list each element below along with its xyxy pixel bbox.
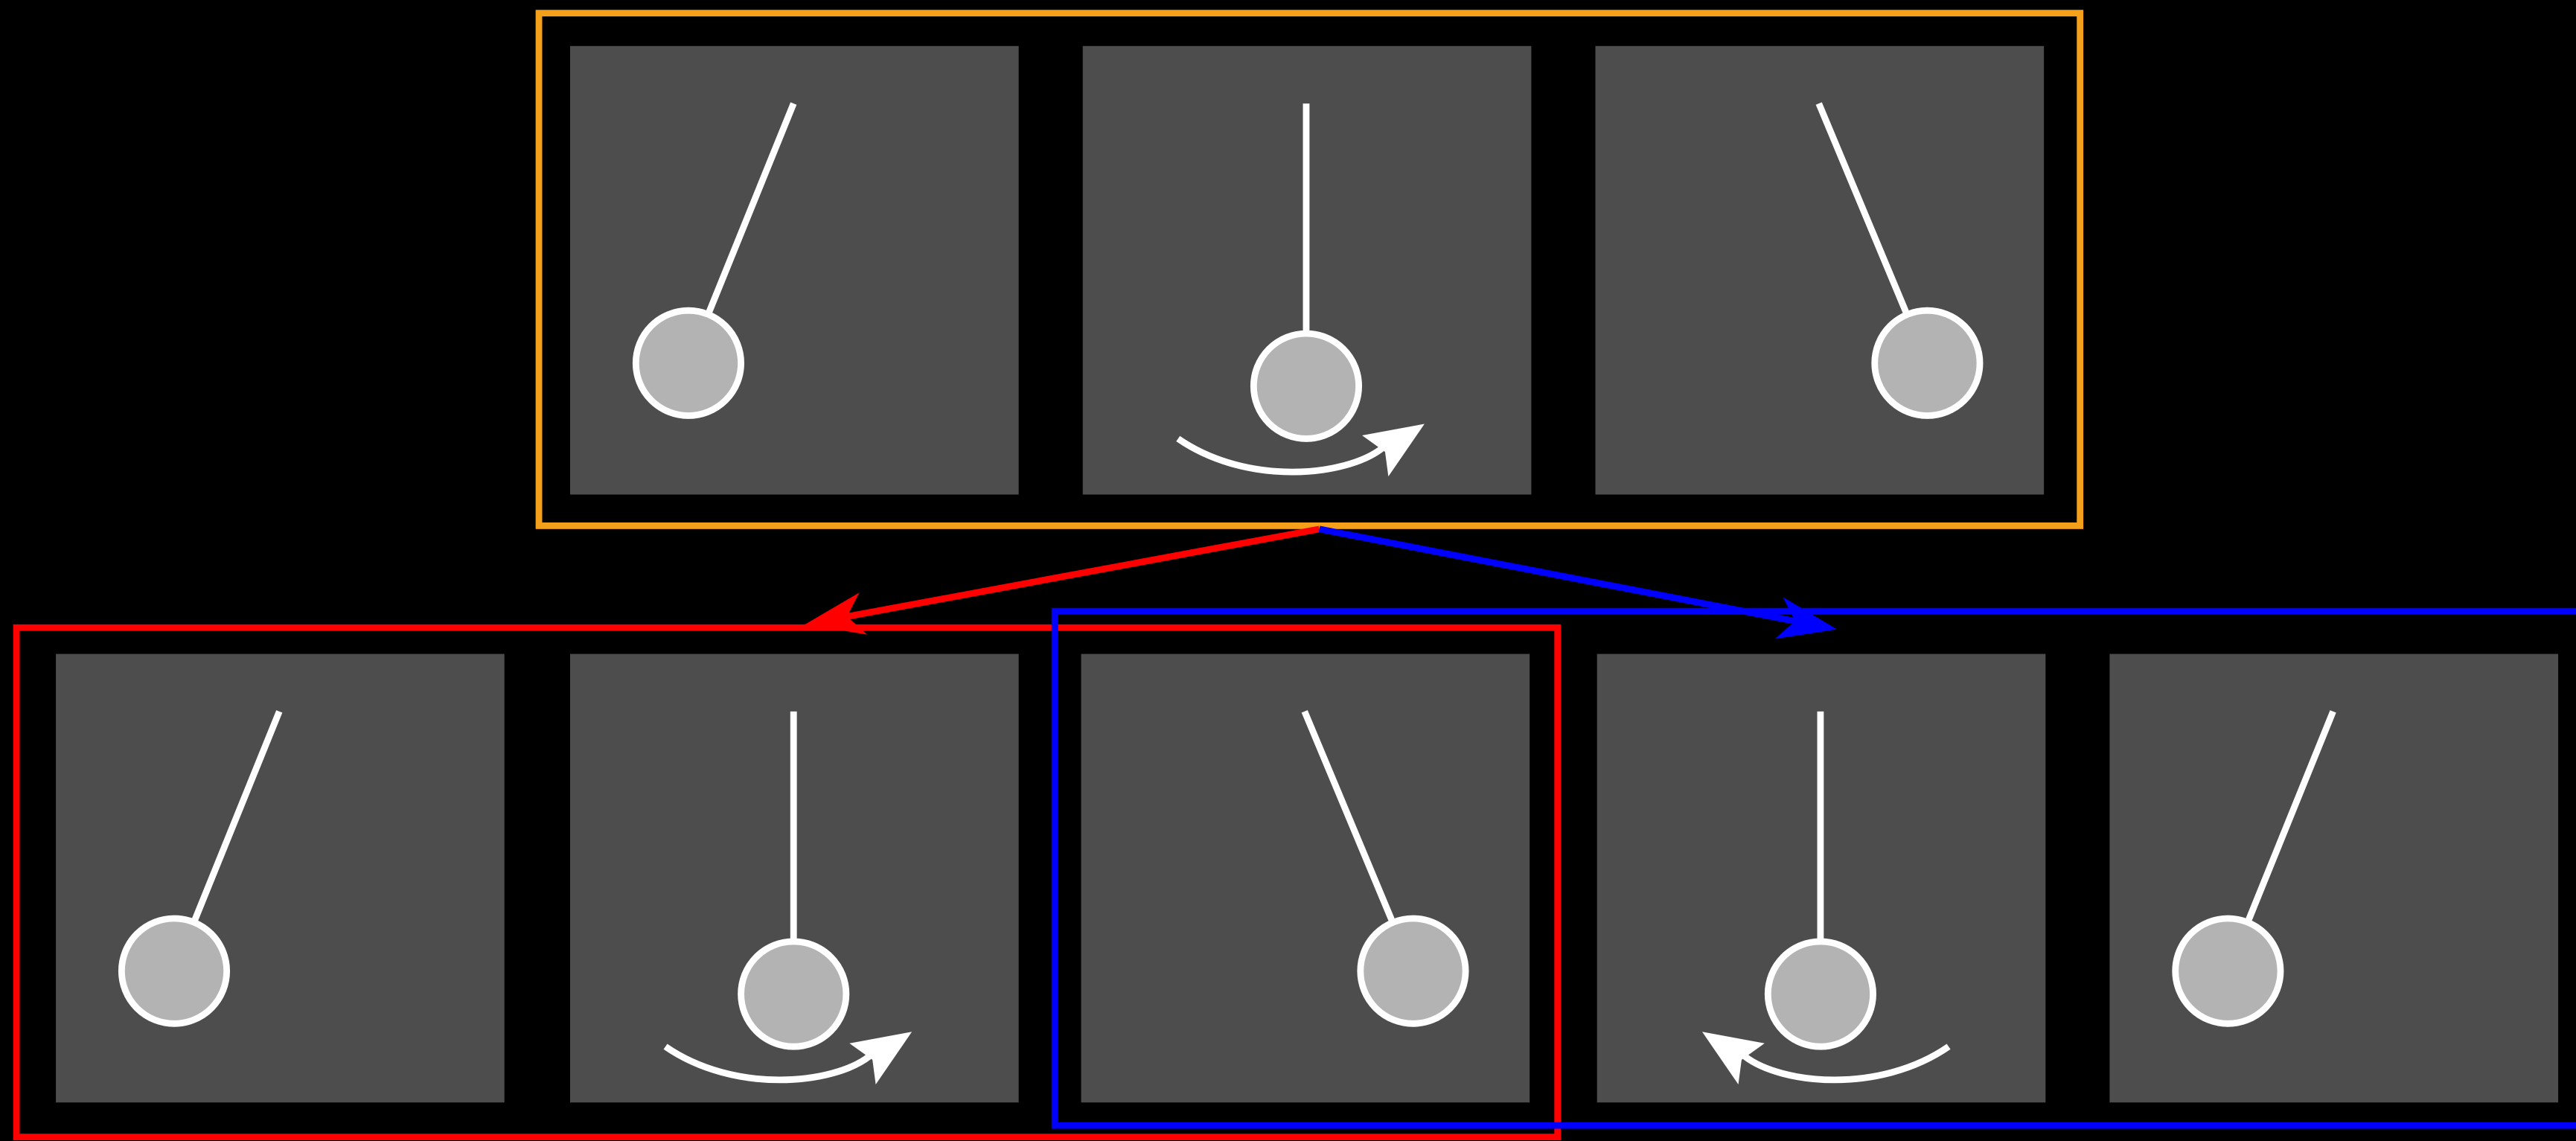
pendulum-frame bbox=[56, 653, 505, 1103]
pendulum-bob bbox=[1250, 330, 1363, 442]
pendulum-frame bbox=[1081, 653, 1530, 1103]
pendulum-bob bbox=[1871, 307, 1984, 419]
motion-arrow-head bbox=[1701, 1032, 1765, 1084]
connector-arrowhead bbox=[1774, 597, 1837, 639]
connector-line bbox=[1318, 525, 1796, 624]
pendulum-bob bbox=[738, 938, 850, 1050]
pendulum-bob bbox=[1764, 938, 1876, 1050]
frame-panel bbox=[1081, 653, 1530, 1103]
pendulum-rod bbox=[2244, 710, 2336, 924]
pendulum-rod bbox=[1301, 710, 1396, 924]
connector-line bbox=[846, 525, 1320, 620]
pendulum-frame bbox=[1595, 45, 2045, 495]
pendulum-bob bbox=[118, 915, 231, 1027]
pendulum-bob bbox=[632, 307, 744, 419]
pendulum-frame bbox=[1082, 45, 1532, 495]
pendulum-rod bbox=[191, 710, 283, 924]
pendulum-rod bbox=[1815, 102, 1911, 316]
frame-panel bbox=[1595, 45, 2045, 495]
motion-arrow-head bbox=[1362, 424, 1425, 477]
motion-arrow-curve bbox=[663, 1043, 872, 1084]
motion-arrow-curve bbox=[1742, 1043, 1951, 1084]
pendulum-frame bbox=[570, 45, 1019, 495]
frame-panels bbox=[56, 45, 2559, 1103]
pendulum-frame bbox=[2109, 653, 2559, 1103]
pendulum-frame bbox=[570, 653, 1019, 1103]
pendulum-bob bbox=[2172, 915, 2284, 1027]
blue-connector-arrow bbox=[1318, 525, 1837, 639]
frame-panel bbox=[2109, 653, 2559, 1103]
blue-group-box bbox=[1051, 607, 2576, 1129]
pendulum-bob bbox=[1357, 915, 1469, 1027]
red-group-box bbox=[13, 624, 1562, 1141]
pendulum-rod bbox=[705, 102, 797, 316]
red-connector-arrow bbox=[805, 525, 1320, 635]
frame-panel bbox=[570, 45, 1019, 495]
pendulum-frame bbox=[1597, 653, 2046, 1103]
motion-arrow-head bbox=[849, 1032, 913, 1084]
motion-arrow bbox=[1176, 424, 1425, 477]
motion-arrow-curve bbox=[1176, 435, 1384, 476]
motion-arrow bbox=[663, 1032, 913, 1084]
motion-arrow bbox=[1701, 1032, 1951, 1084]
top-group-box bbox=[535, 10, 2084, 529]
group-connectors bbox=[805, 525, 1837, 639]
connector-arrowhead bbox=[805, 592, 868, 635]
group-boxes bbox=[13, 10, 2576, 1141]
frame-panel bbox=[56, 653, 505, 1103]
